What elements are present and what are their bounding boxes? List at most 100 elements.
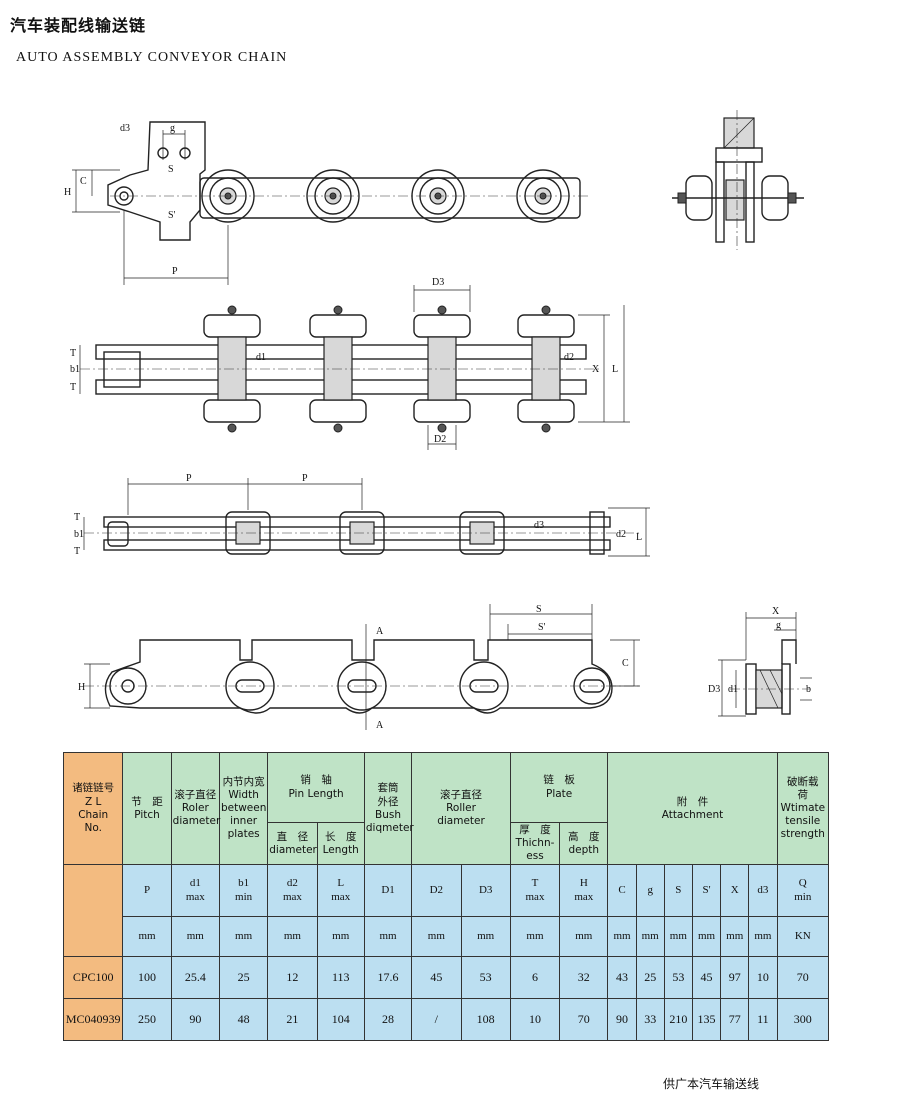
- value-cell: 250: [122, 998, 172, 1042]
- unit-cell: mm: [607, 916, 637, 958]
- value-cell: 90: [607, 998, 637, 1042]
- drawing-side-view-attachments: S S' A A C H: [78, 604, 640, 731]
- label-l-mid: L: [636, 532, 642, 543]
- unit-cell: mm: [748, 916, 778, 958]
- roller-assembly-3: [413, 305, 471, 433]
- label-t-bottom: T: [70, 382, 76, 393]
- value-cell: 12: [267, 956, 318, 1000]
- unit-cell: mm: [460, 916, 511, 958]
- label-p-1: P: [186, 473, 192, 484]
- drawing-plan-view-chain: P P T b1 T d3 d2 L: [74, 473, 650, 557]
- label-d3-mid: d3: [534, 520, 544, 531]
- symbol-cell: d3: [748, 864, 778, 918]
- value-cell: 25.4: [170, 956, 220, 1000]
- drawing-plan-view-rollers: D3 d1 d2 X L T b1 T D2: [70, 277, 630, 450]
- symbol-cell: D3: [460, 864, 511, 918]
- unit-cell: mm: [122, 916, 172, 958]
- value-cell: 53: [460, 956, 511, 1000]
- label-a-bottom: A: [376, 720, 384, 731]
- symbol-cell: P: [122, 864, 172, 918]
- label-b1-mid: b1: [74, 529, 84, 540]
- unit-cell: mm: [218, 916, 269, 958]
- value-cell: 104: [316, 998, 365, 1042]
- technical-drawings: d3 g C H S S' P: [64, 110, 812, 731]
- roller-assembly-1: [203, 305, 261, 433]
- label-h: H: [64, 187, 71, 198]
- symbol-cell: S: [663, 864, 693, 918]
- unit-cell: mm: [559, 916, 609, 958]
- value-cell: 70: [559, 998, 609, 1042]
- page-title: 汽车装配线输送链: [10, 16, 147, 35]
- label-d1: d1: [256, 352, 266, 363]
- label-t-mid-top: T: [74, 512, 80, 523]
- label-d3: d3: [120, 123, 130, 134]
- value-cell: 6: [509, 956, 561, 1000]
- label-g-section: g: [776, 620, 781, 631]
- drawing-side-view-rollers: d3 g C H S S' P: [64, 121, 590, 285]
- value-cell: 17.6: [363, 956, 413, 1000]
- value-cell: 21: [267, 998, 318, 1042]
- value-cell: 77: [720, 998, 750, 1042]
- chain-number-cell: CPC100: [62, 956, 124, 1000]
- unit-cell: mm: [509, 916, 561, 958]
- table-corner-header: 诸链链号 Z L Chain No.: [62, 751, 124, 866]
- unit-cell: mm: [411, 916, 462, 958]
- label-s-bottom: S: [536, 604, 542, 615]
- corner-filler: [62, 864, 124, 958]
- label-d3-section: D3: [708, 684, 720, 695]
- label-b1: b1: [70, 364, 80, 375]
- label-c: C: [80, 176, 87, 187]
- label-l: L: [612, 364, 618, 375]
- value-cell: 33: [635, 998, 665, 1042]
- value-cell: 97: [720, 956, 750, 1000]
- value-cell: 48: [218, 998, 269, 1042]
- value-cell: 10: [748, 956, 778, 1000]
- value-cell: 45: [411, 956, 462, 1000]
- value-cell: 100: [122, 956, 172, 1000]
- value-cell: 11: [748, 998, 778, 1042]
- label-d2-mid: d2: [616, 529, 626, 540]
- value-cell: 45: [691, 956, 722, 1000]
- value-cell: 25: [218, 956, 269, 1000]
- value-cell: 210: [663, 998, 693, 1042]
- value-cell: 70: [776, 956, 830, 1000]
- value-cell: 43: [607, 956, 637, 1000]
- label-x: X: [592, 364, 600, 375]
- symbol-cell: g: [635, 864, 665, 918]
- unit-cell: mm: [635, 916, 665, 958]
- label-s-prime: S': [168, 210, 176, 221]
- value-cell: 53: [663, 956, 693, 1000]
- unit-cell: mm: [663, 916, 693, 958]
- value-cell: 108: [460, 998, 511, 1042]
- unit-cell: mm: [363, 916, 413, 958]
- label-t-top: T: [70, 348, 76, 359]
- unit-cell: mm: [720, 916, 750, 958]
- unit-cell: KN: [776, 916, 830, 958]
- label-d2: d2: [564, 352, 574, 363]
- unit-cell: mm: [170, 916, 220, 958]
- roller-assembly-2: [309, 305, 367, 433]
- symbol-cell: D1: [363, 864, 413, 918]
- page-subtitle: AUTO ASSEMBLY CONVEYOR CHAIN: [16, 50, 288, 65]
- footer-note: 供广本汽车输送线: [663, 1077, 760, 1091]
- value-cell: 25: [635, 956, 665, 1000]
- drawing-end-section: [672, 110, 804, 250]
